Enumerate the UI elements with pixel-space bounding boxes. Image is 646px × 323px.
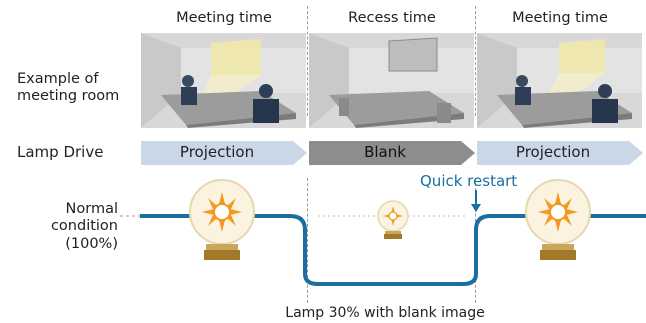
row-label-meeting-room: Example of meeting room [17,71,120,105]
projection-arrow-1 [141,141,307,165]
blank-arrow [309,141,475,165]
column-title-meeting-2: Meeting time [512,10,608,26]
normal-condition-label: Normal condition (100%) [50,201,118,252]
lamp-drive-label-projection-2: Projection [515,143,591,161]
lamp-level-graph [120,190,646,286]
projection-arrow-2 [477,141,643,165]
quick-restart-arrow-head [471,204,481,212]
row-label-lamp-drive: Lamp Drive [17,143,104,161]
column-divider-1 [307,6,308,116]
column-divider-2 [475,6,476,116]
lamp-30-label: Lamp 30% with blank image [285,305,485,321]
lamp-bulb-dim-icon [377,200,409,239]
column-title-recess: Recess time [348,10,436,26]
meeting-room-image-1 [141,33,306,128]
lamp-drive-label-blank: Blank [364,143,406,161]
column-divider-1-lower [307,178,308,303]
lamp-bulb-full-1-icon [189,179,255,260]
lamp-drive-label-projection-1: Projection [179,143,255,161]
quick-restart-label: Quick restart [420,172,518,190]
meeting-room-image-2 [309,33,474,128]
meeting-room-image-3 [477,33,642,128]
lamp-bulb-full-2-icon [525,179,591,260]
column-title-meeting-1: Meeting time [176,10,272,26]
lamp-level-line [140,214,646,286]
